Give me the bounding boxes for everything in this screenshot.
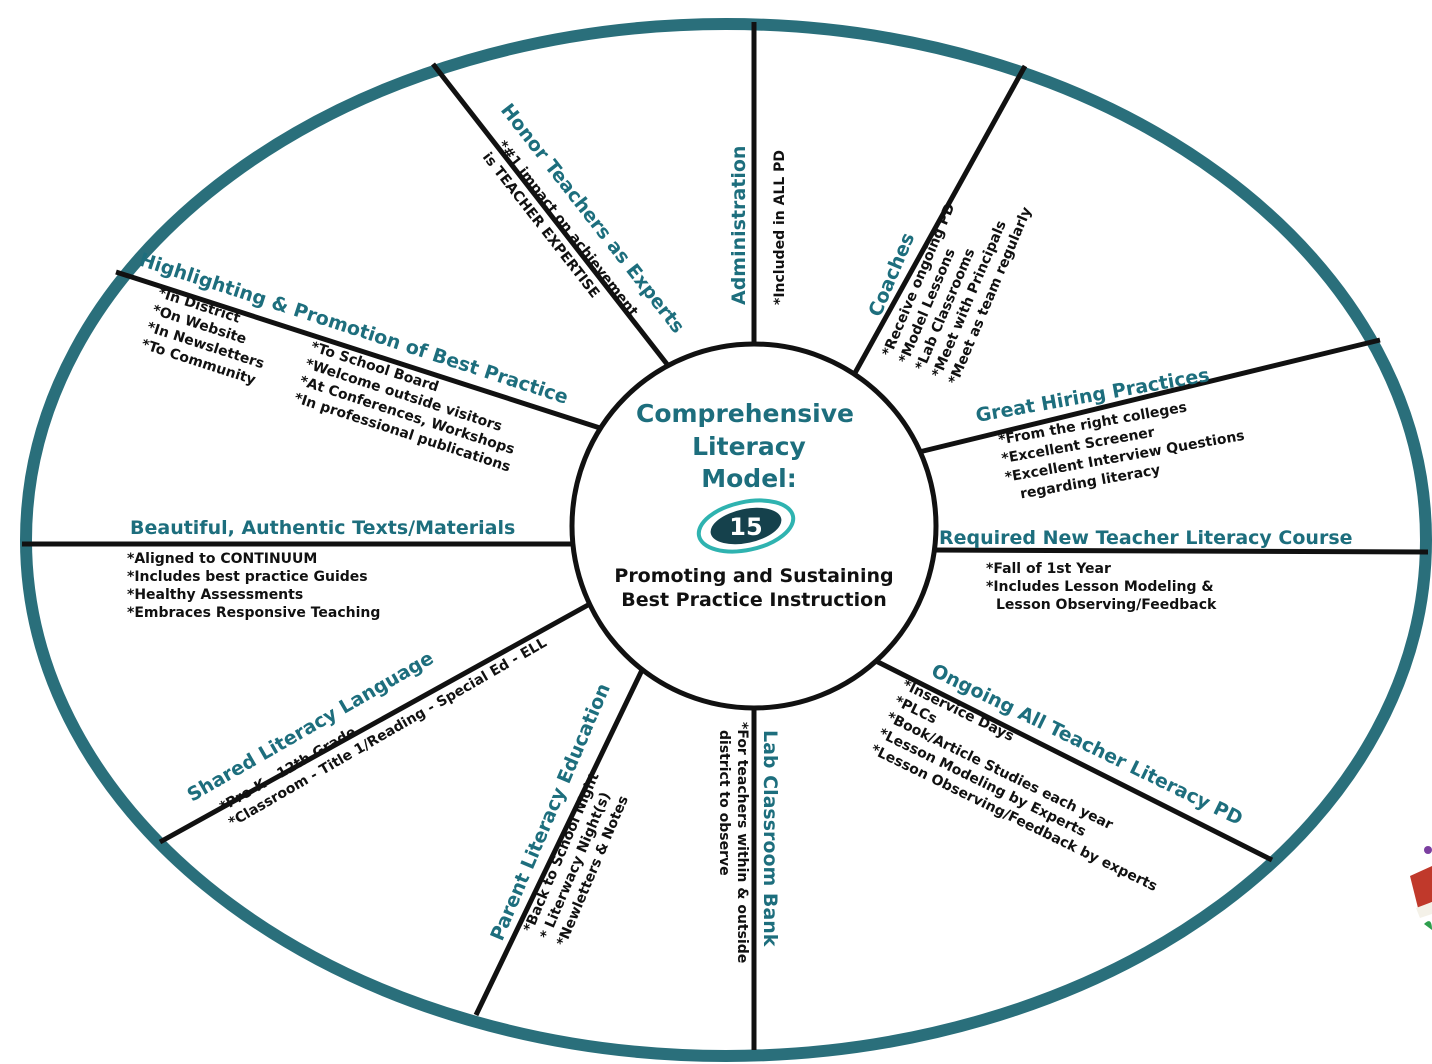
segment-title: Lab Classroom Bank [759,730,781,947]
spokes [22,22,1429,1050]
book-icon [1410,846,1432,930]
segment-item: *For teachers within & outside [734,722,750,963]
spoke-line [473,666,646,1017]
segment-item: district to observe [716,730,732,876]
logo-disc [710,507,782,545]
segment-item: *Aligned to CONTINUUM [127,551,317,567]
center-title-line: Literacy [692,432,806,461]
segment-authentic-texts: Beautiful, Authentic Texts/Materials *Al… [127,517,515,621]
spoke-line [115,269,601,431]
spoke-line [431,62,672,370]
segment-lab-classroom: Lab Classroom Bank *For teachers within … [716,722,781,963]
segment-title: Required New Teacher Literacy Course [939,527,1353,549]
spoke-line [158,602,590,845]
logo-15-icon: 15 [696,498,796,554]
book-ornament [1424,846,1432,854]
book-leaf [1424,921,1432,930]
segment-administration: Administration *Included in ALL PD [728,146,788,305]
segment-item: *Healthy Assessments [127,587,303,603]
center-title-line: Model: [701,464,796,493]
segment-item: *Embraces Responsive Teaching [127,605,380,621]
center-subtitle-line: Best Practice Instruction [621,589,886,611]
segment-item: *Fall of 1st Year [986,561,1111,577]
book-pages [1416,902,1432,918]
logo-ring [696,498,796,554]
spoke-line [931,547,1429,555]
segment-item: *Included in ALL PD [772,150,788,305]
segment-item: Lesson Observing/Feedback [996,597,1217,613]
segment-new-teacher-course: Required New Teacher Literacy Course *Fa… [939,527,1353,613]
spoke-line [914,337,1381,456]
segment-title: Beautiful, Authentic Texts/Materials [130,517,515,539]
segment-item: *Includes best practice Guides [127,569,368,585]
center-title-line: Comprehensive [636,399,854,428]
logo-number: 15 [729,513,762,541]
segment-title: Administration [728,146,750,305]
segment-item: *Includes Lesson Modeling & [986,579,1214,595]
center-subtitle-line: Promoting and Sustaining [614,565,893,587]
center-title: Comprehensive Literacy Model: [636,399,854,493]
spoke-line [868,655,1274,863]
center-subtitle: Promoting and Sustaining Best Practice I… [614,565,893,611]
book-cover [1410,866,1432,908]
spoke-line [847,64,1028,384]
